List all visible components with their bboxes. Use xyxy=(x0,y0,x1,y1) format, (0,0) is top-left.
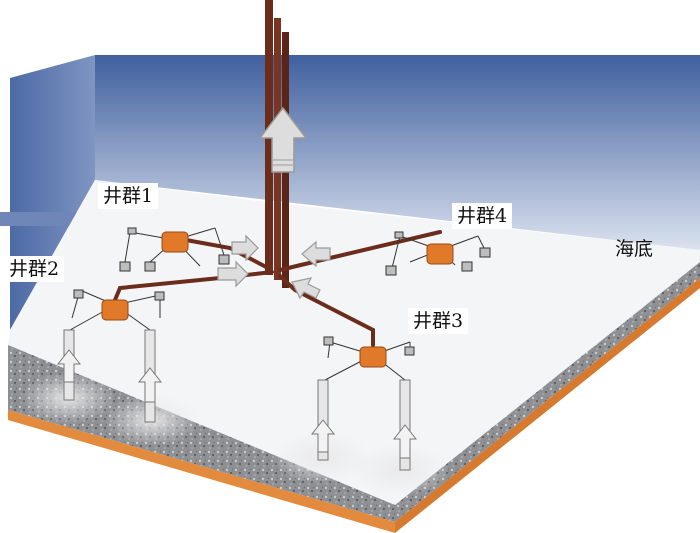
well-casing xyxy=(137,329,163,423)
label-seabed: 海底 xyxy=(615,238,654,260)
label-well-group-4: 井群4 xyxy=(452,203,513,229)
label-well-group-1: 井群1 xyxy=(98,183,159,209)
production-up-arrow-icon xyxy=(137,367,163,403)
flow-arrow-icon xyxy=(231,234,259,262)
flow-arrow-icon xyxy=(301,240,331,268)
gravel-side-layer xyxy=(395,262,700,522)
label-well-group-3: 井群3 xyxy=(408,308,469,334)
production-up-arrow-icon xyxy=(392,424,418,459)
production-up-arrow-icon xyxy=(310,419,336,453)
label-well-group-2: 井群2 xyxy=(4,256,65,282)
sediment-edge-side xyxy=(395,278,700,533)
well-casings xyxy=(56,329,418,471)
production-up-arrow-icon xyxy=(56,349,82,383)
flow-arrow-icon xyxy=(291,277,321,300)
seabed-surface xyxy=(8,180,700,505)
well-group-4 xyxy=(385,231,491,276)
well-group-2 xyxy=(69,289,165,331)
well-casing xyxy=(392,379,418,471)
riser-up-arrow-icon xyxy=(258,106,308,173)
flow-arrows xyxy=(217,234,331,300)
well-casing xyxy=(310,379,336,461)
sediment-edge xyxy=(8,410,395,533)
flow-arrow-icon xyxy=(217,260,249,288)
well-group-1 xyxy=(119,227,230,272)
well-group-3 xyxy=(323,336,415,381)
well-casing xyxy=(56,329,82,401)
